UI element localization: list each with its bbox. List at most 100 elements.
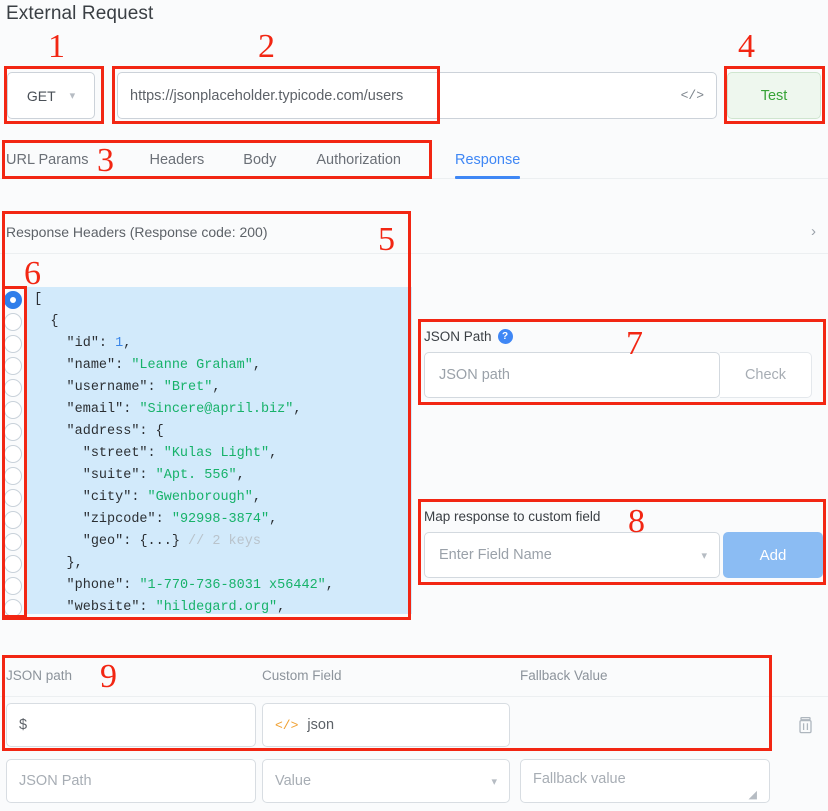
json-line-radio[interactable] (4, 401, 22, 419)
json-token-punc: , (252, 358, 261, 373)
table-new-row: JSON Path Value ▾ Fallback value ◢ (0, 753, 828, 809)
add-button[interactable]: Add (723, 532, 823, 578)
json-line-radio[interactable] (4, 599, 22, 617)
json-token-key: "zipcode": (82, 512, 172, 527)
request-tabs: URL Params Headers Body Authorization Re… (0, 141, 828, 179)
chevron-right-icon[interactable]: › (811, 223, 816, 240)
chevron-down-icon: ▾ (701, 549, 707, 562)
row-custom-field-value: json (307, 717, 335, 733)
code-icon[interactable]: </> (680, 88, 704, 103)
json-token-punc: { (50, 314, 59, 329)
chevron-down-icon: ▾ (69, 90, 76, 102)
tab-headers[interactable]: Headers (149, 151, 205, 168)
json-token-punc: , (269, 512, 278, 527)
json-token-punc: }, (66, 556, 83, 571)
map-response-panel: Map response to custom field Enter Field… (424, 509, 824, 578)
custom-field-select[interactable]: Enter Field Name ▾ (424, 532, 720, 578)
new-row-fallback-textarea[interactable]: Fallback value ◢ (520, 759, 770, 803)
row-json-path-input[interactable]: $ (6, 703, 256, 747)
json-line-radio[interactable] (4, 577, 22, 595)
row-custom-field-cell: </> json (262, 703, 520, 747)
json-token-key: "phone": (66, 578, 140, 593)
json-path-input[interactable]: JSON path (424, 352, 720, 398)
json-token-key: "street": (82, 446, 164, 461)
json-line-radio[interactable] (4, 467, 22, 485)
json-line-radio[interactable] (4, 313, 22, 331)
help-circle-icon[interactable]: ? (497, 329, 513, 344)
row-json-path-cell: $ (0, 703, 262, 747)
json-path-input-placeholder: JSON path (439, 367, 510, 383)
test-button[interactable]: Test (727, 72, 821, 119)
new-row-custom-field-select[interactable]: Value ▾ (262, 759, 510, 803)
new-row-json-path-input[interactable]: JSON Path (6, 759, 256, 803)
json-token-str: "hildegard.org" (155, 600, 278, 614)
json-line: "zipcode": "92998-3874", (26, 509, 412, 531)
check-button[interactable]: Check (720, 352, 812, 398)
json-line-radio[interactable] (4, 423, 22, 441)
http-method-select[interactable]: GET ▾ (7, 72, 95, 119)
new-row-json-path-cell: JSON Path (0, 759, 262, 803)
tab-response[interactable]: Response (454, 141, 521, 179)
json-line: "address": { (26, 421, 412, 443)
json-path-label-row: JSON Path ? (424, 329, 824, 344)
json-token-str: "Sincere@april.biz" (139, 402, 294, 417)
url-input[interactable]: https://jsonplaceholder.typicode.com/use… (117, 72, 717, 119)
tab-url-params[interactable]: URL Params (6, 151, 89, 168)
resize-grip-icon[interactable]: ◢ (748, 789, 757, 801)
code-icon: </> (275, 717, 299, 733)
json-line: "phone": "1-770-736-8031 x56442", (26, 575, 412, 597)
map-response-input-group: Enter Field Name ▾ Add (424, 532, 824, 578)
json-line: "street": "Kulas Light", (26, 443, 412, 465)
json-line-radio[interactable] (4, 489, 22, 507)
json-line-radio[interactable] (4, 533, 22, 551)
json-token-key: "city": (82, 490, 148, 505)
http-method-value: GET (26, 87, 56, 104)
url-input-value: https://jsonplaceholder.typicode.com/use… (130, 87, 404, 104)
column-header-json-path: JSON path (6, 668, 73, 683)
json-token-key: "website": (66, 600, 156, 614)
column-header-custom-field: Custom Field (262, 668, 342, 683)
page-title: External Request (6, 3, 154, 24)
row-custom-field-input[interactable]: </> json (262, 703, 510, 747)
json-line-radio[interactable] (4, 379, 22, 397)
json-token-punc: , (277, 600, 286, 614)
annotation-number-4: 4 (738, 28, 755, 65)
test-button-label: Test (760, 87, 788, 104)
json-token-key: "suite": (82, 468, 156, 483)
json-line: [ (26, 289, 412, 311)
json-line-radio[interactable] (4, 291, 22, 309)
json-line-radio[interactable] (4, 445, 22, 463)
json-line-radio[interactable] (4, 335, 22, 353)
json-token-com: // 2 keys (179, 534, 261, 549)
json-line: "id": 1, (26, 333, 412, 355)
json-path-panel: JSON Path ? JSON path Check (424, 329, 824, 398)
json-token-key: "geo": (82, 534, 140, 549)
chevron-down-icon: ▾ (491, 775, 497, 788)
json-token-punc: , (212, 380, 221, 395)
json-line: }, (26, 553, 412, 575)
tab-authorization[interactable]: Authorization (316, 151, 401, 168)
tab-body[interactable]: Body (243, 151, 277, 168)
request-row: GET ▾ https://jsonplaceholder.typicode.c… (0, 68, 828, 124)
json-token-key: "name": (66, 358, 132, 373)
json-line-radio[interactable] (4, 555, 22, 573)
row-json-path-value: $ (19, 717, 28, 733)
json-token-str: "92998-3874" (171, 512, 270, 527)
json-token-punc: , (252, 490, 261, 505)
response-headers-bar[interactable]: Response Headers (Response code: 200) › (0, 210, 828, 254)
annotation-number-2: 2 (258, 28, 275, 65)
json-token-punc: , (123, 336, 132, 351)
json-line-radio[interactable] (4, 357, 22, 375)
trash-icon[interactable] (797, 716, 814, 734)
json-token-punc: {...} (139, 534, 180, 549)
json-line-radio[interactable] (4, 511, 22, 529)
json-token-key: "username": (66, 380, 164, 395)
json-line: "name": "Leanne Graham", (26, 355, 412, 377)
json-token-punc: { (155, 424, 164, 439)
custom-field-placeholder: Enter Field Name (439, 547, 552, 563)
json-response-body[interactable]: [ { "id": 1, "name": "Leanne Graham", "u… (26, 287, 412, 614)
json-token-num: 1 (115, 336, 124, 351)
json-token-str: "Gwenborough" (147, 490, 253, 505)
check-button-label: Check (744, 367, 787, 383)
new-row-fallback-placeholder: Fallback value (533, 771, 626, 787)
